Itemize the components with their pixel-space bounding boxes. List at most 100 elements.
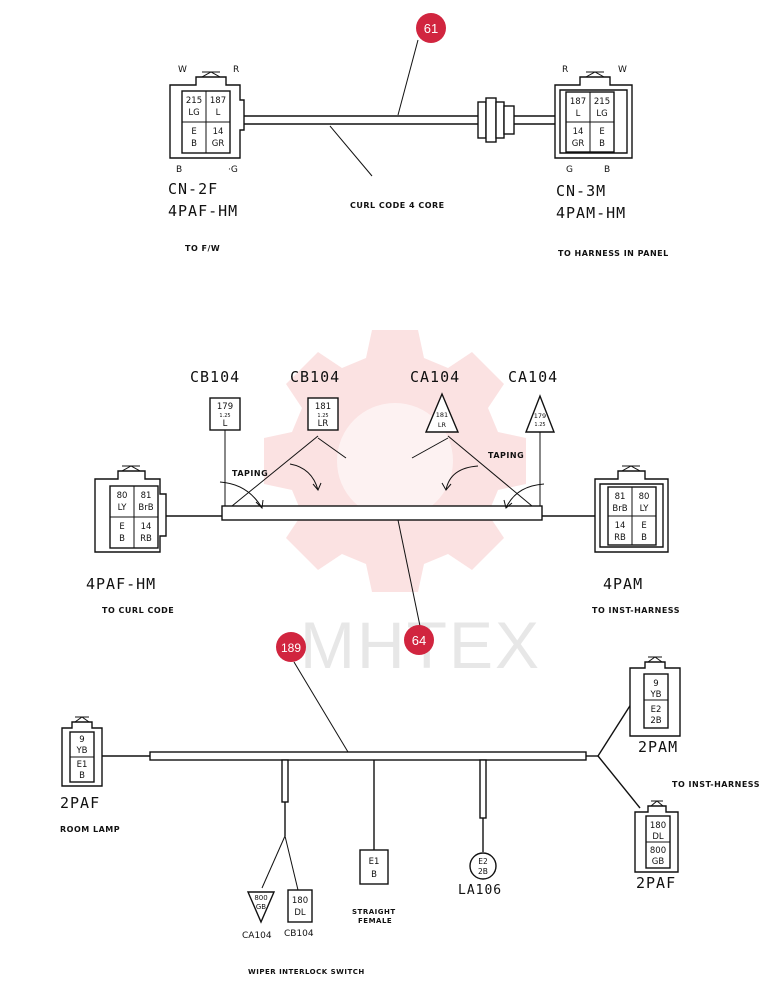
- s2-right-cell-3-color: RB: [614, 533, 626, 543]
- cn3m-cell-3-num: 14: [573, 127, 584, 137]
- s2-right-destination: TO INST-HARNESS: [592, 606, 680, 615]
- la106-terminal: [469, 852, 497, 880]
- cn2f-name: CN-2F: [168, 180, 218, 198]
- s2-left-cell-4-num: 14: [141, 522, 152, 532]
- cn3m-pin-g: G: [566, 165, 573, 175]
- s2-left-cell-2-color: BrB: [138, 503, 153, 513]
- terminal-label-2: CB104: [290, 368, 340, 386]
- cn2f-pin-b: B: [176, 165, 182, 175]
- cn3m-pin-b: B: [604, 165, 610, 175]
- cn3m-cell-4-color: B: [599, 139, 605, 149]
- cn3m-cell-4-num: E: [599, 127, 604, 137]
- cn2f-cell-3-num: E: [191, 127, 196, 137]
- taping-harness: [160, 430, 600, 627]
- s3-lr-cell-1-num: 180: [650, 821, 666, 831]
- s2-left-cell-2-num: 81: [141, 491, 152, 501]
- cn3m-pin-r: R: [562, 65, 568, 75]
- callout-64[interactable]: 64: [404, 625, 434, 655]
- s3-upper-right-connector: [629, 656, 681, 737]
- s3-ur-type: 2PAM: [638, 738, 678, 756]
- cn2f-type: 4PAF-HM: [168, 202, 238, 220]
- s2-left-cell-3-num: E: [119, 522, 124, 532]
- cn3m-pin-w: W: [618, 65, 627, 75]
- wiper-ca-terminal: [246, 891, 276, 924]
- callout-189-label: 189: [281, 641, 301, 655]
- terminal-1-size: 1.25: [219, 413, 230, 419]
- s2-right-cell-2-color: LY: [640, 504, 650, 514]
- cn2f-cell-4-color: GR: [212, 139, 225, 149]
- terminal-4-num: 179: [534, 412, 546, 420]
- taping-label-left: TAPING: [232, 469, 268, 478]
- cn2f-destination: TO F/W: [185, 244, 220, 253]
- s2-right-cell-1-num: 81: [615, 492, 626, 502]
- wiper-ca-label: CA104: [242, 931, 272, 941]
- terminal-2-box: [307, 397, 339, 431]
- la106-color: 2B: [478, 867, 488, 876]
- s3-right-destination: TO INST-HARNESS: [672, 780, 760, 789]
- cn2f-cell-3-color: B: [191, 139, 197, 149]
- s3-lr-cell-2-num: 800: [650, 846, 666, 856]
- cn3m-type: 4PAM-HM: [556, 204, 626, 222]
- s3-left-cell-1-num: 9: [79, 735, 84, 745]
- terminal-4-size: 1.25: [534, 422, 545, 428]
- s2-left-destination: TO CURL CODE: [102, 606, 174, 615]
- terminal-3-color: LR: [438, 421, 447, 429]
- cn2f-cell-1-num: 215: [186, 96, 202, 106]
- section2-right-connector: [594, 465, 669, 553]
- section2-taping: CB104 CB104 CA104 CA104 179 1.25 L 181 1…: [86, 368, 680, 627]
- terminal-2-num: 181: [315, 402, 331, 412]
- s3-left-cell-2-num: E1: [77, 760, 88, 770]
- cn3m-cell-2-color: LG: [596, 109, 607, 119]
- cn3m-connector: [554, 71, 633, 159]
- cn2f-pin-r: R: [233, 65, 239, 75]
- s2-right-type: 4PAM: [603, 575, 643, 593]
- s3-ur-cell-2-num: E2: [651, 705, 662, 715]
- callout-61[interactable]: 61: [416, 13, 446, 43]
- cn2f-cell-4-num: 14: [213, 127, 224, 137]
- s3-lr-cell-2-color: GB: [652, 857, 665, 867]
- s2-left-cell-1-color: LY: [118, 503, 128, 513]
- wiper-cb-label: CB104: [284, 929, 314, 939]
- s3-ur-cell-1-color: YB: [649, 690, 661, 700]
- s3-lr-type: 2PAF: [636, 874, 676, 892]
- s2-right-cell-1-color: BrB: [612, 504, 627, 514]
- cn2f-cell-2-color: L: [216, 108, 221, 118]
- wiper-ca-num: 800: [254, 894, 267, 902]
- terminal-label-4: CA104: [508, 368, 558, 386]
- wiper-cb-terminal: [287, 889, 313, 923]
- cn3m-destination: TO HARNESS IN PANEL: [558, 249, 669, 258]
- callout-64-label: 64: [412, 633, 426, 648]
- s3-lr-cell-1-color: DL: [652, 832, 664, 842]
- la106-num: E2: [478, 857, 488, 866]
- watermark-gear-icon: [264, 330, 526, 592]
- s2-right-cell-4-num: E: [641, 521, 646, 531]
- terminal-2-size: 1.25: [317, 413, 328, 419]
- straight-terminal: [359, 849, 389, 885]
- s3-ur-cell-2-color: 2B: [650, 716, 661, 726]
- terminal-3-box: [424, 392, 460, 433]
- s2-right-cell-2-num: 80: [639, 492, 650, 502]
- terminal-3-num: 181: [436, 411, 448, 419]
- cn3m-name: CN-3M: [556, 182, 606, 200]
- terminal-1-color: L: [223, 419, 228, 429]
- taping-label-right: TAPING: [488, 451, 524, 460]
- s2-left-cell-4-color: RB: [140, 534, 152, 544]
- cn3m-cell-2-num: 215: [594, 97, 610, 107]
- cn3m-cell-1-color: L: [576, 109, 581, 119]
- s2-left-cell-1-num: 80: [117, 491, 128, 501]
- wiper-ca-color: GB: [256, 903, 266, 911]
- callout-189[interactable]: 189: [276, 632, 306, 662]
- straight-caption-2: FEMALE: [358, 917, 392, 925]
- cn2f-connector: [169, 71, 245, 159]
- terminal-2-color: LR: [318, 419, 329, 429]
- s2-left-type: 4PAF-HM: [86, 575, 156, 593]
- la106-label: LA106: [458, 883, 502, 898]
- straight-caption-1: STRAIGHT: [352, 908, 396, 916]
- cable-label: CURL CODE 4 CORE: [350, 201, 445, 210]
- s3-left-type: 2PAF: [60, 794, 100, 812]
- cn2f-cell-1-color: LG: [188, 108, 199, 118]
- straight-num: E1: [369, 857, 380, 867]
- curl-cable: [244, 39, 555, 177]
- wiper-cb-color: DL: [294, 908, 306, 918]
